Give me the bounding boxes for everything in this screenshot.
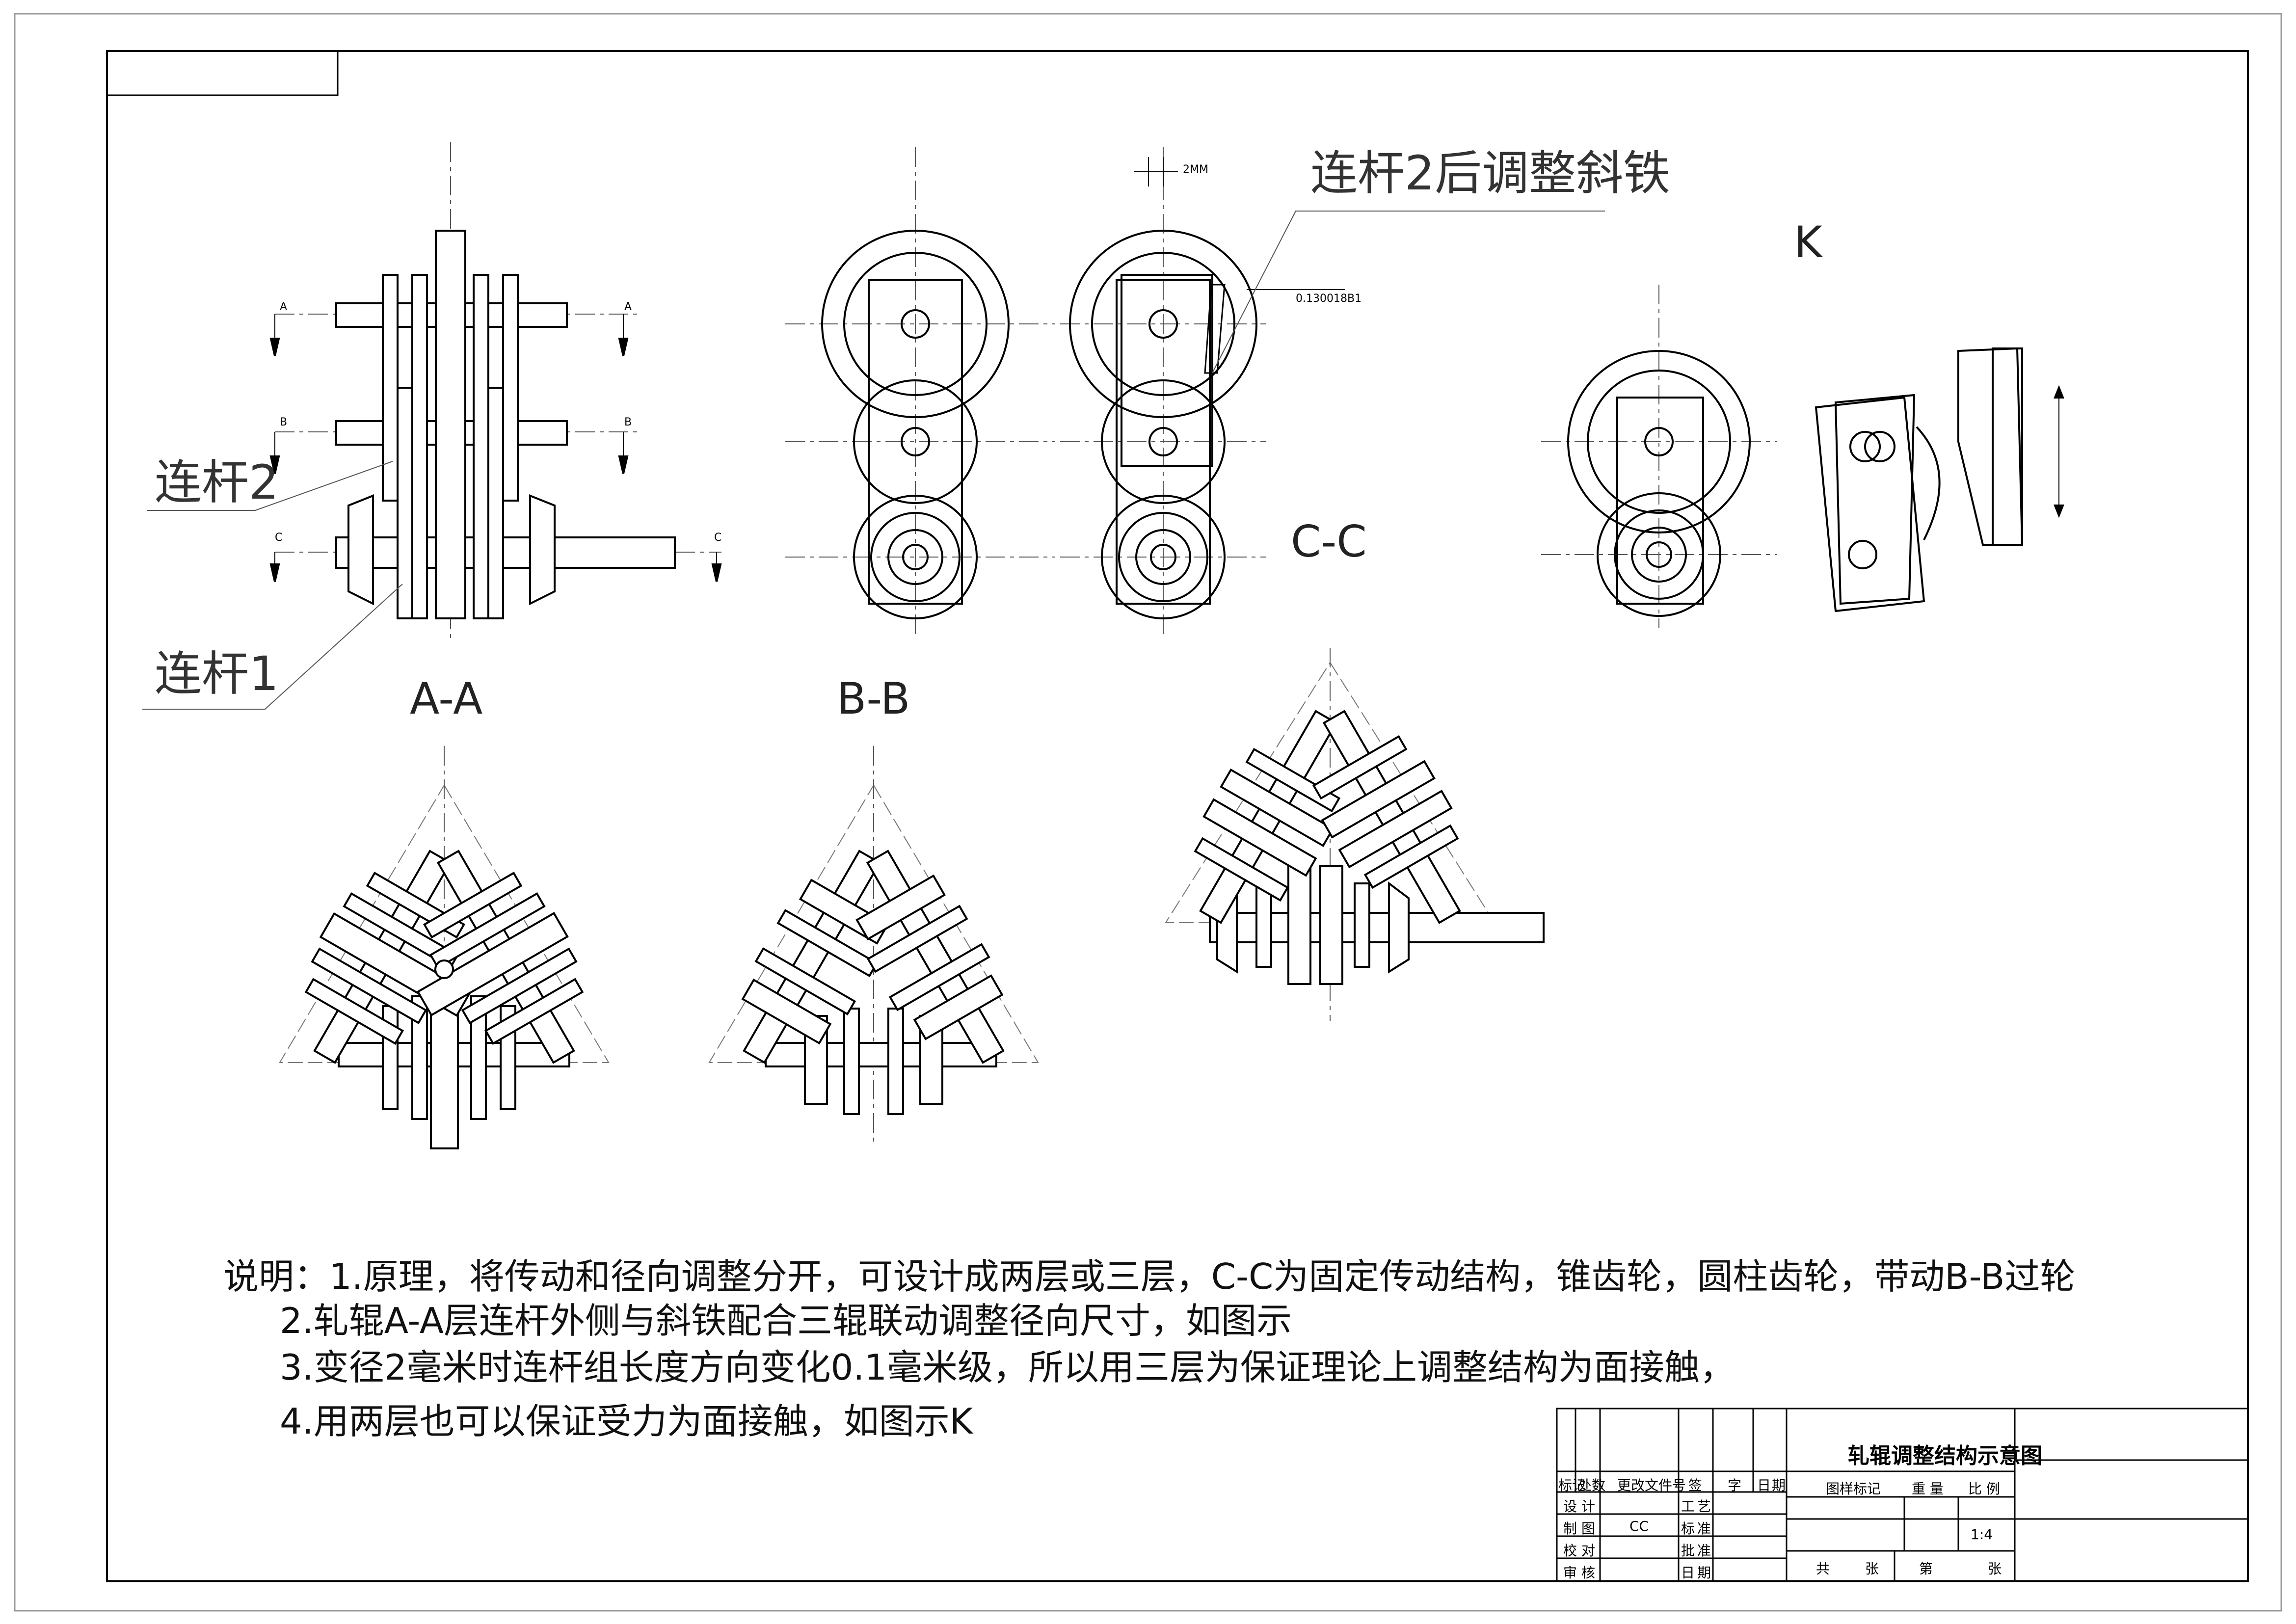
designer-value: CC	[1629, 1518, 1649, 1534]
rev-header-docno: 更改文件号	[1617, 1477, 1686, 1493]
three-roll-assembly-aa	[270, 746, 618, 1148]
role-design-2: 计	[1581, 1498, 1596, 1515]
rev-header-mark: 标记	[1558, 1477, 1586, 1493]
label-view-k: K	[1794, 217, 1822, 267]
role-check-1: 校	[1563, 1543, 1577, 1559]
note-line-4: 4.用两层也可以保证受力为面接触，如图示K	[280, 1401, 973, 1442]
scale-label: 比 例	[1968, 1481, 2000, 1497]
view-cc	[1060, 147, 1605, 638]
section-mark-b-right: B	[624, 416, 632, 428]
role-date-2: 期	[1697, 1565, 1711, 1581]
label-link-1: 连杆1	[155, 646, 279, 701]
page-label: 第	[1919, 1561, 1933, 1577]
weight-label: 重 量	[1912, 1481, 1944, 1497]
role-design-1: 设	[1563, 1498, 1577, 1515]
label-view-cc: C-C	[1291, 516, 1367, 567]
drawing-frame	[107, 51, 2248, 1581]
rev-header-date-2: 期	[1772, 1477, 1786, 1493]
drawing-title: 轧辊调整结构示意图	[1848, 1443, 2042, 1468]
dim-2mm: 2MM	[1183, 163, 1208, 176]
section-mark-a-right: A	[624, 301, 632, 313]
three-roll-assembly-cc	[1162, 648, 1544, 1021]
note-line-1: 说明：1.原理，将传动和径向调整分开，可设计成两层或三层，C-C为固定传动结构，…	[223, 1256, 2076, 1297]
view-k	[1541, 285, 2063, 628]
mark-label: 图样标记	[1826, 1481, 1881, 1497]
view-bb	[785, 147, 1055, 638]
view-aa	[142, 142, 721, 709]
role-review-2: 核	[1581, 1565, 1596, 1581]
page-sheets-label: 张	[1988, 1561, 2002, 1577]
rev-header-sign-2: 字	[1728, 1477, 1742, 1493]
sheets-label: 张	[1865, 1561, 1879, 1577]
role-draw-2: 图	[1581, 1520, 1596, 1537]
label-link2-wedge: 连杆2后调整斜铁	[1310, 146, 1671, 201]
rev-header-sign-1: 签	[1688, 1477, 1703, 1493]
role-process-1: 工	[1681, 1498, 1695, 1515]
role-draw-1: 制	[1563, 1520, 1577, 1537]
label-link-2: 连杆2	[155, 455, 279, 510]
section-mark-c-left: C	[275, 532, 283, 544]
sheet-outer-border	[15, 14, 2281, 1611]
role-check-2: 对	[1581, 1543, 1596, 1559]
role-standard-1: 标	[1681, 1520, 1695, 1537]
label-view-aa: A-A	[410, 673, 483, 724]
role-standard-2: 准	[1697, 1520, 1711, 1537]
role-approve-2: 准	[1697, 1543, 1711, 1559]
role-process-2: 艺	[1697, 1498, 1711, 1515]
three-roll-assembly-bb	[709, 746, 1038, 1144]
dim-tolerance: 0.130018B1	[1296, 293, 1362, 305]
scale-value: 1:4	[1971, 1526, 1993, 1543]
note-line-2: 2.轧辊A-A层连杆外侧与斜铁配合三辊联动调整径向尺寸，如图示	[280, 1300, 1292, 1341]
corner-box	[107, 51, 338, 95]
section-mark-c-right: C	[714, 532, 722, 544]
total-label: 共	[1816, 1561, 1830, 1577]
section-mark-a-left: A	[280, 301, 288, 313]
rev-header-count: 处数	[1578, 1477, 1606, 1493]
role-review-1: 审	[1563, 1565, 1577, 1581]
section-mark-b-left: B	[280, 416, 288, 428]
role-date-1: 日	[1681, 1565, 1695, 1581]
label-view-bb: B-B	[837, 673, 910, 724]
role-approve-1: 批	[1681, 1543, 1695, 1559]
rev-header-date-1: 日	[1757, 1477, 1771, 1493]
title-block-grid	[1557, 1409, 2248, 1581]
note-line-3: 3.变径2毫米时连杆组长度方向变化0.1毫米级，所以用三层为保证理论上调整结构为…	[280, 1347, 1735, 1388]
